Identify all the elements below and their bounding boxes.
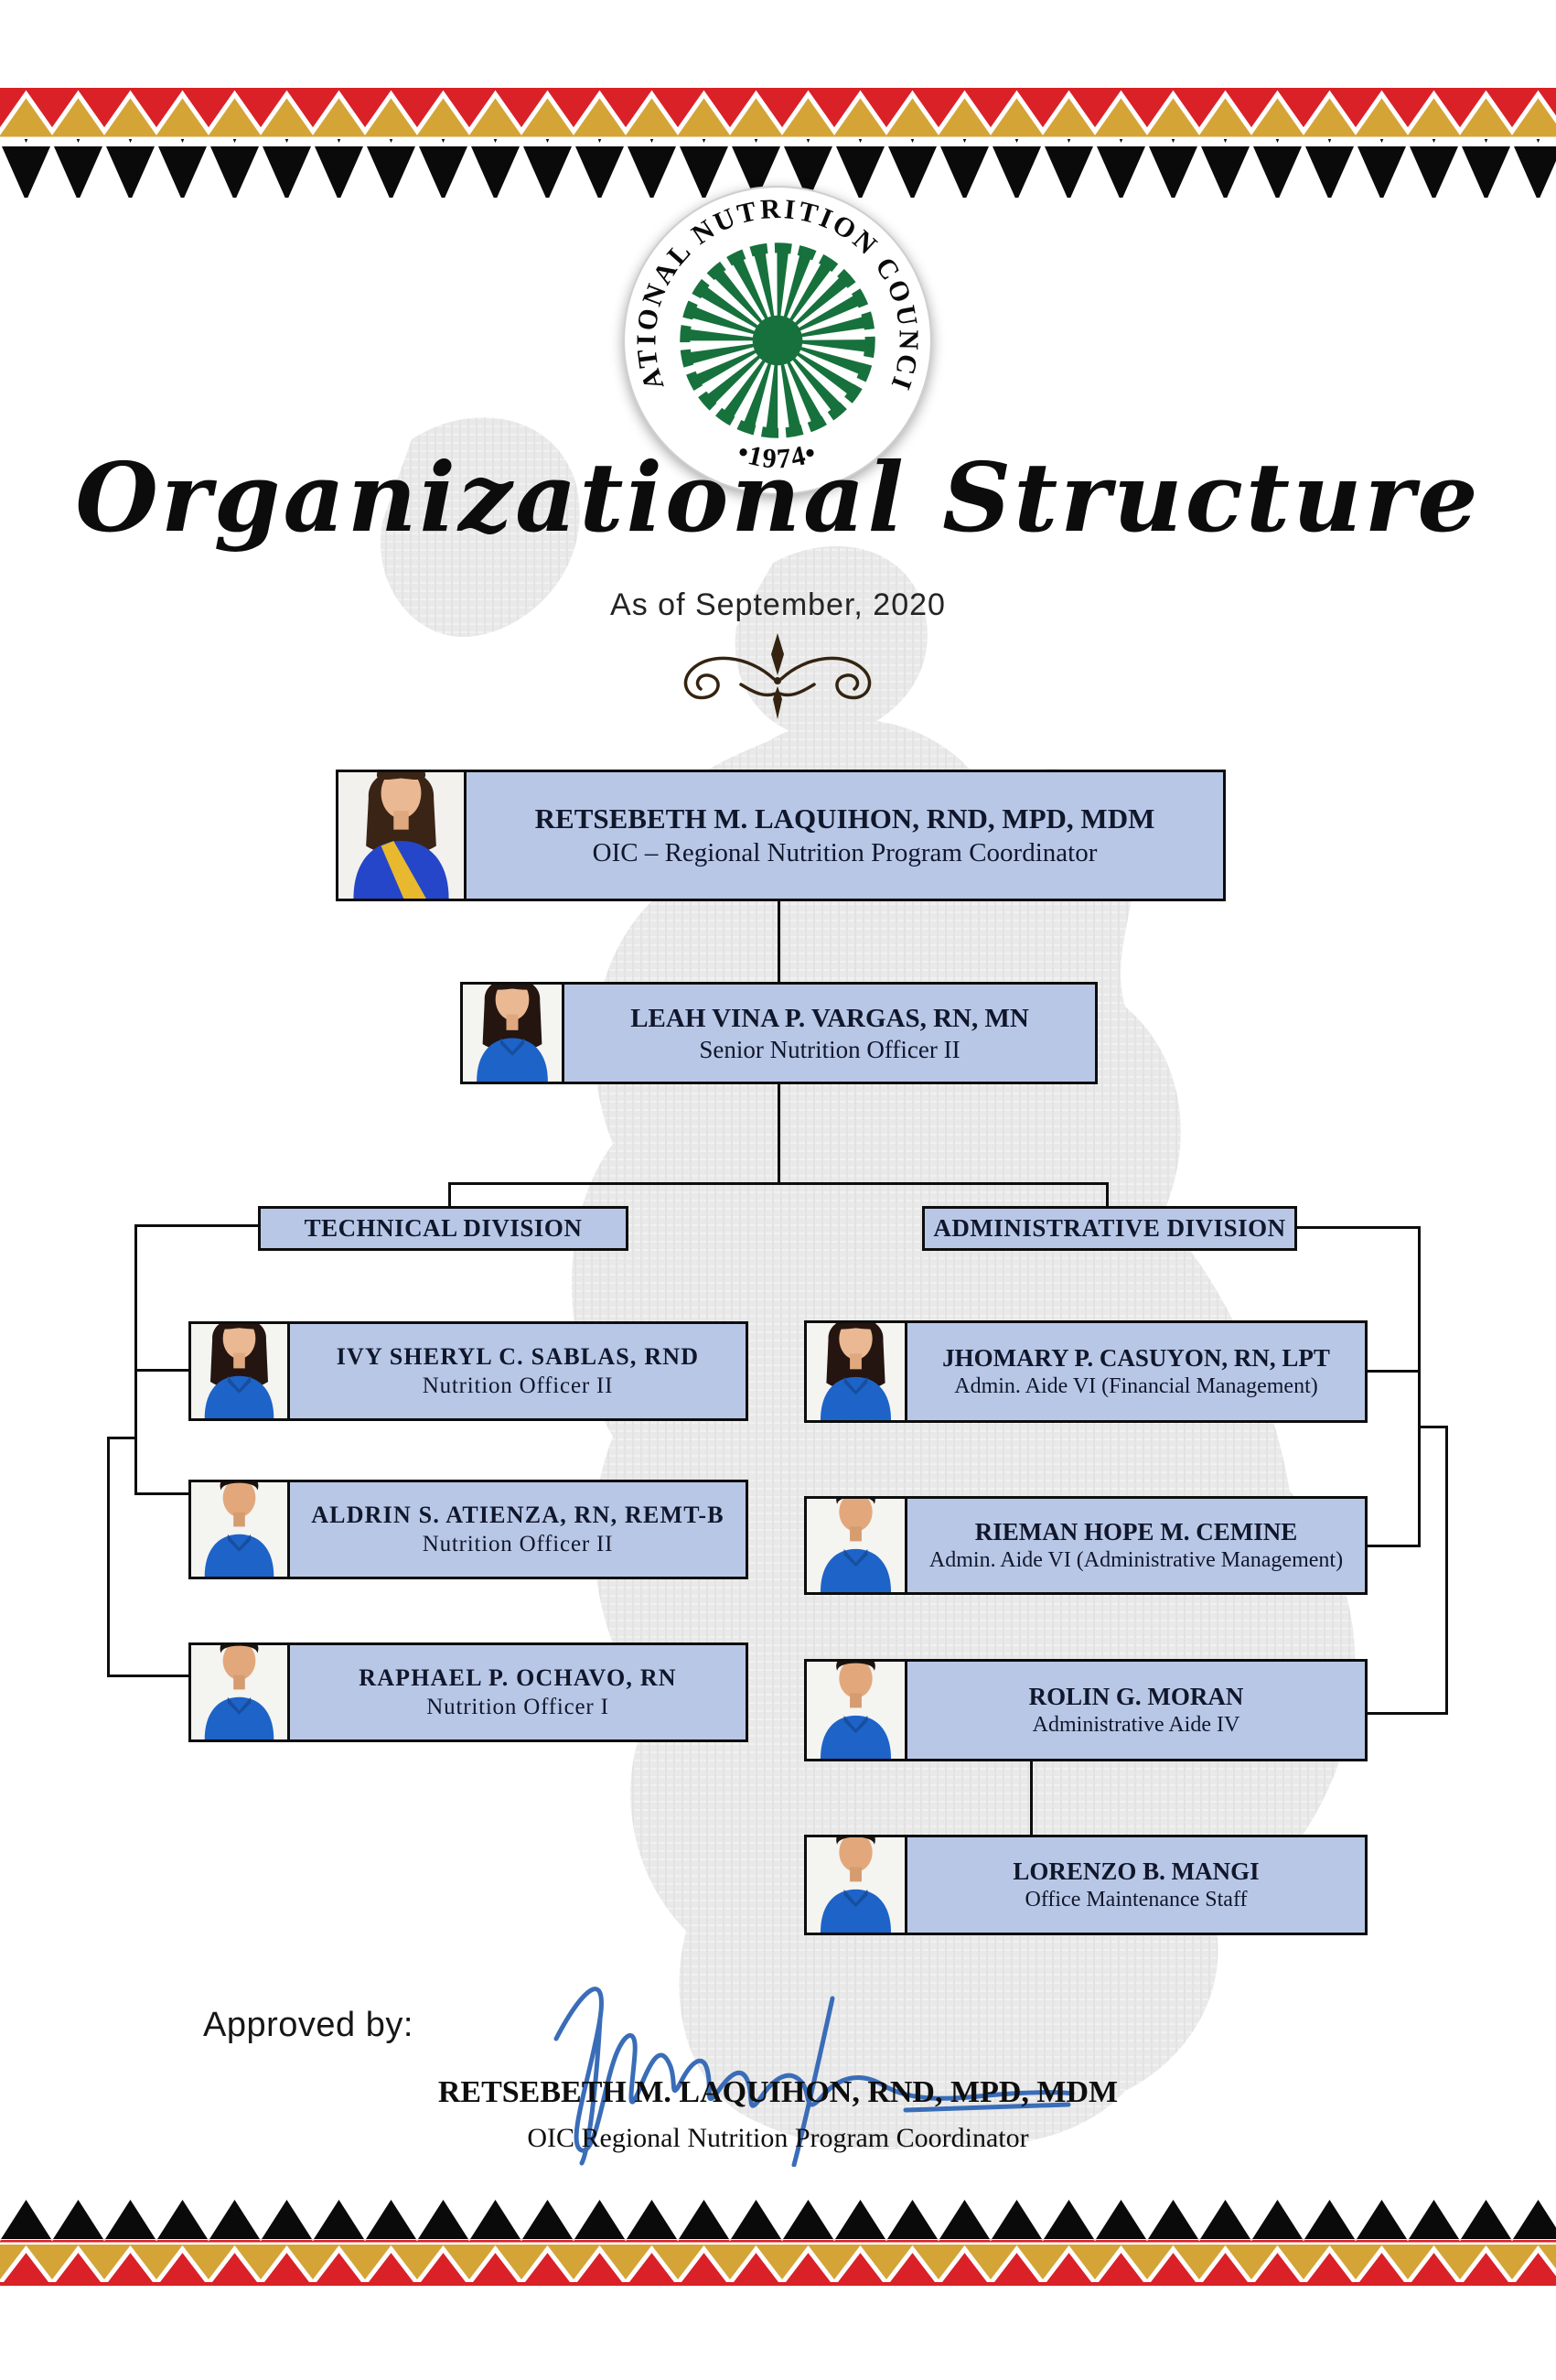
top-zigzag-border: [0, 88, 1556, 198]
approved-by-label: Approved by:: [203, 2006, 413, 2044]
division-administrative: ADMINISTRATIVE DIVISION: [922, 1206, 1297, 1251]
org-box-ochavo: RAPHAEL P. OCHAVO, RN Nutrition Officer …: [188, 1642, 748, 1742]
label-ochavo: RAPHAEL P. OCHAVO, RN Nutrition Officer …: [287, 1642, 748, 1742]
label-casuyon: JHOMARY P. CASUYON, RN, LPT Admin. Aide …: [905, 1320, 1368, 1423]
photo-sablas: [188, 1321, 290, 1421]
bottom-zigzag-border: [0, 2199, 1556, 2286]
ochavo-name: RAPHAEL P. OCHAVO, RN: [359, 1664, 677, 1692]
ochavo-role: Nutrition Officer I: [426, 1694, 609, 1719]
photo-laquihon: [336, 770, 467, 901]
sablas-name: IVY SHERYL C. SABLAS, RND: [336, 1343, 700, 1371]
cemine-role: Admin. Aide VI (Administrative Managemen…: [928, 1548, 1344, 1573]
connector-admin-trunk: [1418, 1226, 1421, 1547]
sablas-role: Nutrition Officer II: [422, 1373, 614, 1398]
casuyon-role: Admin. Aide VI (Financial Management): [954, 1374, 1318, 1399]
label-moran: ROLIN G. MORAN Administrative Aide IV: [905, 1659, 1368, 1761]
signature: [553, 1987, 1075, 2167]
moran-role: Administrative Aide IV: [1032, 1713, 1240, 1738]
photo-ochavo: [188, 1642, 290, 1742]
senior-name: LEAH VINA P. VARGAS, RN, MN: [630, 1003, 1029, 1033]
connector-divisions-horizontal: [448, 1182, 1109, 1185]
photo-moran: [804, 1659, 907, 1761]
photo-casuyon: [804, 1320, 907, 1423]
connector-drop-administrative: [1106, 1182, 1109, 1206]
label-mangi: LORENZO B. MANGI Office Maintenance Staf…: [905, 1835, 1368, 1935]
connector-branch-atienza: [134, 1492, 188, 1495]
cemine-name: RIEMAN HOPE M. CEMINE: [974, 1517, 1298, 1545]
mangi-role: Office Maintenance Staff: [1025, 1888, 1248, 1912]
mangi-name: LORENZO B. MANGI: [1013, 1857, 1260, 1885]
approval-name: RETSEBETH M. LAQUIHON, RND, MPD, MDM: [437, 2075, 1119, 2109]
logo-sunburst-rays: [686, 249, 869, 432]
photo-atienza: [188, 1480, 290, 1579]
logo-outer-ring: [680, 242, 875, 438]
label-cemine: RIEMAN HOPE M. CEMINE Admin. Aide VI (Ad…: [905, 1496, 1368, 1595]
moran-name: ROLIN G. MORAN: [1028, 1682, 1244, 1710]
photo-mangi: [804, 1835, 907, 1935]
connector-admin-jog: [1418, 1426, 1448, 1428]
org-box-senior: LEAH VINA P. VARGAS, RN, MN Senior Nutri…: [460, 982, 1098, 1084]
connector-coordinator-senior: [778, 901, 780, 982]
photo-vargas: [460, 982, 564, 1084]
connector-admin-outer-trunk: [1445, 1426, 1448, 1715]
photo-cemine: [804, 1496, 907, 1595]
connector-technical-trunk: [134, 1224, 137, 1495]
division-technical: TECHNICAL DIVISION: [258, 1206, 628, 1251]
label-sablas: IVY SHERYL C. SABLAS, RND Nutrition Offi…: [287, 1321, 748, 1421]
connector-senior-divisions: [778, 1084, 780, 1182]
connector-moran-mangi: [1030, 1761, 1033, 1835]
connector-branch-ochavo: [107, 1675, 188, 1677]
org-box-casuyon: JHOMARY P. CASUYON, RN, LPT Admin. Aide …: [804, 1320, 1368, 1423]
page-title: Organizational Structure: [75, 441, 1481, 554]
coordinator-name: RETSEBETH M. LAQUIHON, RND, MPD, MDM: [534, 802, 1155, 835]
org-box-sablas: IVY SHERYL C. SABLAS, RND Nutrition Offi…: [188, 1321, 748, 1421]
connector-drop-technical: [448, 1182, 451, 1206]
org-box-coordinator: RETSEBETH M. LAQUIHON, RND, MPD, MDM OIC…: [336, 770, 1226, 901]
connector-branch-moran: [1368, 1712, 1448, 1715]
connector-technical-trunk-top: [134, 1224, 258, 1227]
org-box-mangi: LORENZO B. MANGI Office Maintenance Staf…: [804, 1835, 1368, 1935]
atienza-role: Nutrition Officer II: [422, 1531, 614, 1556]
atienza-name: ALDRIN S. ATIENZA, RN, REMT-B: [311, 1502, 724, 1529]
connector-branch-casuyon: [1368, 1370, 1421, 1373]
coordinator-role: OIC – Regional Nutrition Program Coordin…: [592, 837, 1098, 867]
connector-admin-trunk-top: [1297, 1226, 1421, 1229]
approval-role: OIC Regional Nutrition Program Coordinat…: [527, 2123, 1029, 2153]
flourish-ornament: [683, 633, 872, 719]
casuyon-name: JHOMARY P. CASUYON, RN, LPT: [942, 1343, 1330, 1372]
senior-role: Senior Nutrition Officer II: [699, 1035, 960, 1063]
org-box-atienza: ALDRIN S. ATIENZA, RN, REMT-B Nutrition …: [188, 1480, 748, 1579]
org-box-moran: ROLIN G. MORAN Administrative Aide IV: [804, 1659, 1368, 1761]
page-subtitle: As of September, 2020: [610, 587, 946, 622]
connector-technical-jog: [107, 1437, 137, 1439]
label-coordinator: RETSEBETH M. LAQUIHON, RND, MPD, MDM OIC…: [464, 770, 1226, 901]
label-atienza: ALDRIN S. ATIENZA, RN, REMT-B Nutrition …: [287, 1480, 748, 1579]
connector-branch-sablas: [134, 1369, 188, 1372]
connector-technical-outer-trunk: [107, 1437, 110, 1677]
nnc-logo: NATIONAL NUTRITION COUNCIL •1974•: [620, 181, 932, 495]
connector-branch-cemine: [1368, 1545, 1421, 1547]
label-senior: LEAH VINA P. VARGAS, RN, MN Senior Nutri…: [562, 982, 1098, 1084]
org-box-cemine: RIEMAN HOPE M. CEMINE Admin. Aide VI (Ad…: [804, 1496, 1368, 1595]
